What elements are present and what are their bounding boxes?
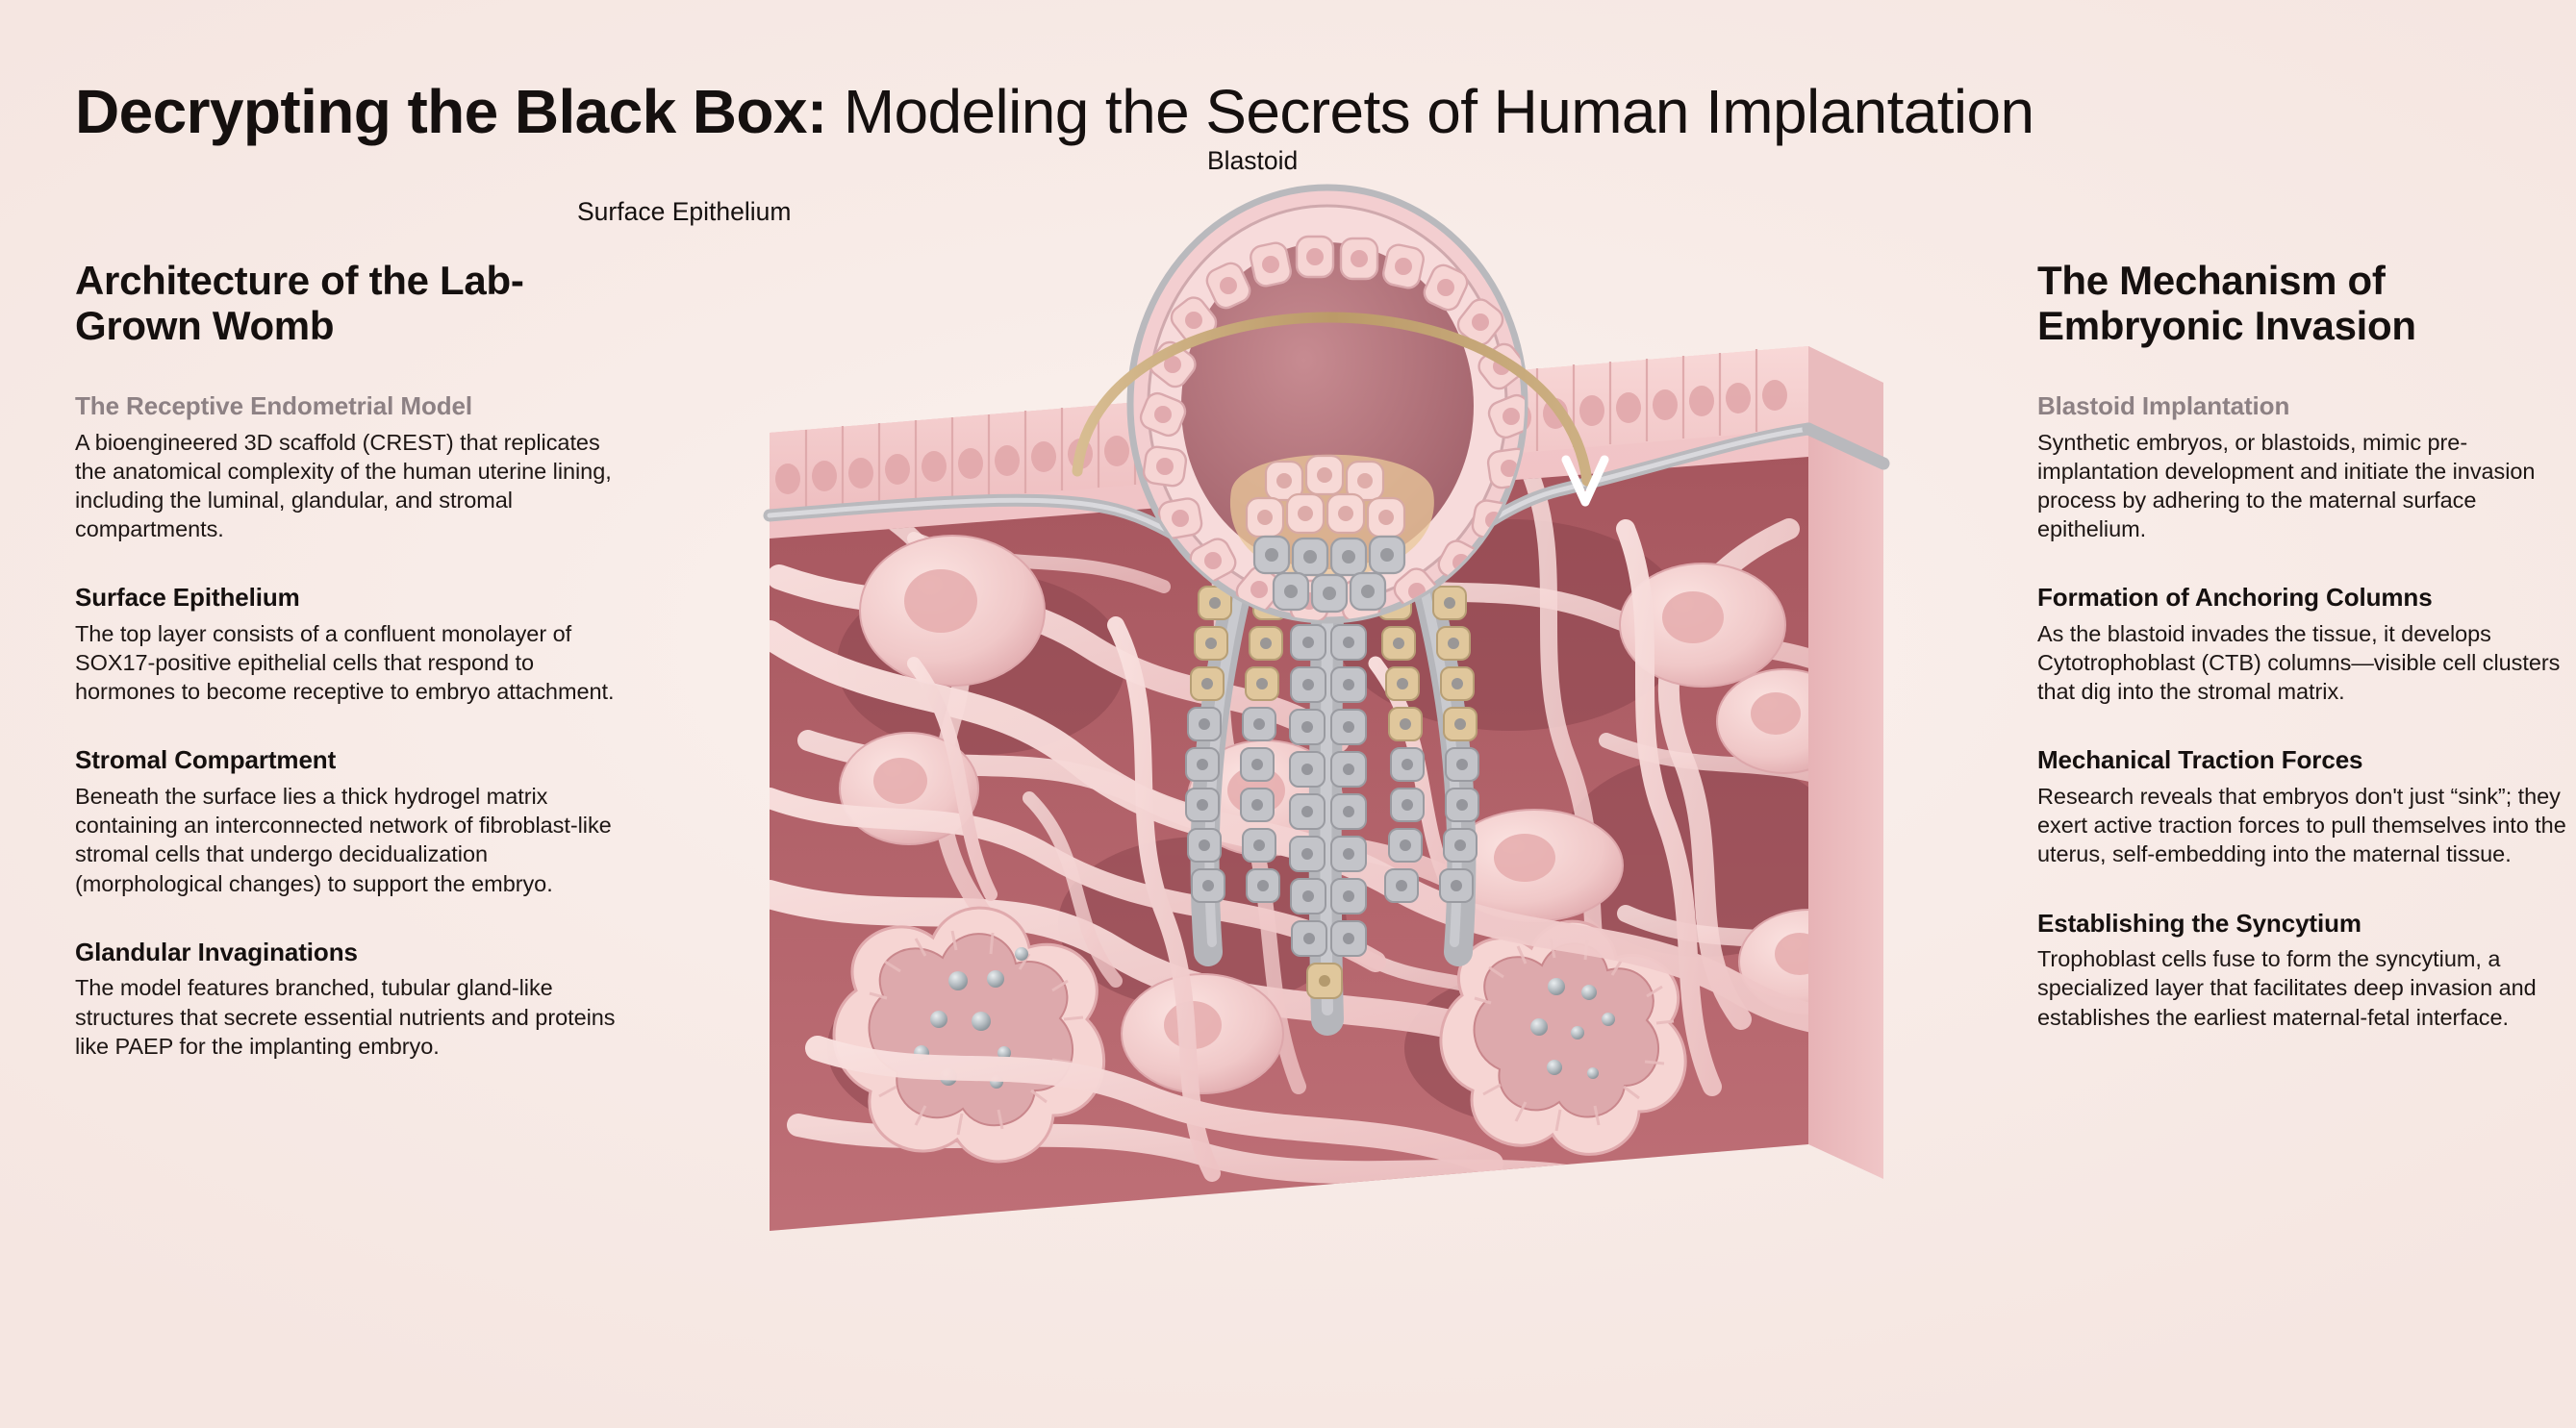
section-surface-epithelium: Surface Epithelium The top layer consist…: [75, 583, 628, 706]
gland-right: [1439, 919, 1687, 1156]
section-blastoid-implantation: Blastoid Implantation Synthetic embryos,…: [2037, 391, 2576, 543]
left-column-heading: Architecture of the Lab-Grown Womb: [75, 258, 524, 349]
section-body: The top layer consists of a confluent mo…: [75, 621, 615, 705]
implantation-arrow-icon: [1072, 312, 1609, 507]
section-title: Mechanical Traction Forces: [2037, 745, 2363, 775]
section-body: Trophoblast cells fuse to form the syncy…: [2037, 946, 2537, 1030]
section-anchoring-columns: Formation of Anchoring Columns As the bl…: [2037, 583, 2576, 706]
section-stromal-compartment: Stromal Compartment Beneath the surface …: [75, 745, 628, 897]
section-mechanical-traction-forces: Mechanical Traction Forces Research reve…: [2037, 745, 2576, 868]
illustration-label-blastoid: Blastoid: [1207, 146, 1299, 175]
section-title: Stromal Compartment: [75, 745, 337, 775]
section-body: Research reveals that embryos don't just…: [2037, 784, 2566, 867]
section-body: The model features branched, tubular gla…: [75, 975, 616, 1059]
title-strong: Decrypting the Black Box:: [75, 76, 827, 146]
section-body: Beneath the surface lies a thick hydroge…: [75, 784, 612, 896]
title-light: Modeling the Secrets of Human Implantati…: [826, 76, 2034, 146]
section-title: Formation of Anchoring Columns: [2037, 583, 2433, 613]
section-title: Establishing the Syncytium: [2037, 908, 2361, 938]
section-title: Blastoid Implantation: [2037, 391, 2290, 421]
section-glandular-invaginations: Glandular Invaginations The model featur…: [75, 937, 628, 1061]
secretory-droplets: [1530, 978, 1615, 1079]
left-column: Architecture of the Lab-Grown Womb The R…: [75, 258, 628, 1061]
section-body: As the blastoid invades the tissue, it d…: [2037, 621, 2561, 705]
implantation-illustration: Surface Epithelium Blastoid: [577, 125, 1991, 1394]
page-title: Decrypting the Black Box: Modeling the S…: [75, 80, 2509, 144]
section-body: A bioengineered 3D scaffold (CREST) that…: [75, 429, 612, 542]
illustration-label-surface-epithelium: Surface Epithelium: [577, 197, 792, 226]
section-body: Synthetic embryos, or blastoids, mimic p…: [2037, 429, 2536, 542]
inner-cell-mass: [1229, 454, 1434, 614]
tissue-block-diagram: [763, 184, 1890, 1231]
section-title: The Receptive Endometrial Model: [75, 391, 472, 421]
right-column: The Mechanism of Embryonic Invasion Blas…: [2037, 258, 2576, 1032]
section-establishing-syncytium: Establishing the Syncytium Trophoblast c…: [2037, 908, 2576, 1032]
right-column-heading: The Mechanism of Embryonic Invasion: [2037, 258, 2416, 349]
section-title: Surface Epithelium: [75, 583, 300, 613]
section-title: Glandular Invaginations: [75, 937, 358, 966]
section-receptive-endometrial-model: The Receptive Endometrial Model A bioeng…: [75, 391, 628, 543]
